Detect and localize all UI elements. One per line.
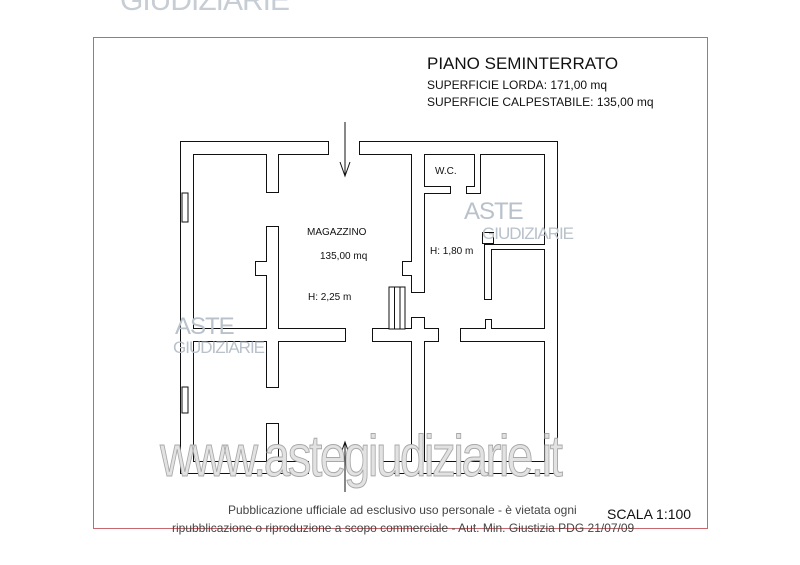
wall: [403, 262, 412, 275]
wall: [256, 262, 267, 275]
wall: [485, 245, 545, 249]
wall: [412, 154, 424, 292]
wall: [424, 187, 450, 193]
room-name: MAGAZZINO: [307, 227, 367, 238]
notice-line-2: ripubblicazione o riproduzione a scopo c…: [172, 521, 635, 535]
wall: [486, 320, 491, 329]
wall: [267, 227, 278, 387]
wall: [267, 424, 278, 462]
wc-label: W.C.: [435, 166, 457, 177]
wall: [181, 462, 308, 473]
wall: [412, 318, 424, 462]
room-height: H: 2,25 m: [308, 292, 352, 303]
entrance-arrow-bottom-icon: [339, 440, 351, 492]
notice-line-1: Pubblicazione ufficiale ad esclusivo uso…: [228, 503, 577, 517]
wall: [267, 154, 278, 192]
watermark-top: GIUDIZIARIE: [120, 0, 290, 17]
watermark-logo: ASTE: [464, 198, 524, 225]
watermark-logo: ASTE: [175, 313, 235, 340]
scale-label: SCALA 1:100: [607, 506, 692, 522]
wall: [461, 329, 545, 341]
page-title: PIANO SEMINTERRATO: [427, 54, 619, 73]
wall: [467, 187, 475, 193]
right-room-height: H: 1,80 m: [430, 246, 474, 257]
wall: [475, 154, 480, 193]
stairs: [388, 286, 406, 330]
walkable-area: SUPERFICIE CALPESTABILE: 135,00 mq: [427, 95, 654, 109]
wall: [193, 329, 345, 341]
window-upper: [181, 192, 189, 223]
wall: [373, 329, 438, 341]
wall: [383, 462, 557, 473]
gross-area: SUPERFICIE LORDA: 171,00 mq: [427, 78, 608, 92]
wall: [545, 142, 557, 473]
wall: [181, 142, 328, 154]
room-area: 135,00 mq: [320, 251, 368, 262]
window-lower: [181, 386, 189, 414]
watermark-logo: GIUDIZIARIE: [173, 338, 265, 357]
drawing-frame: [93, 37, 708, 529]
wall: [485, 245, 491, 299]
watermark-url: www.astegiudiziarie.it: [160, 424, 564, 490]
entrance-arrow-top-icon: [339, 122, 351, 178]
wall: [483, 233, 493, 243]
watermark-logo: GIUDIZIARIE: [482, 224, 574, 243]
wall: [360, 142, 557, 154]
